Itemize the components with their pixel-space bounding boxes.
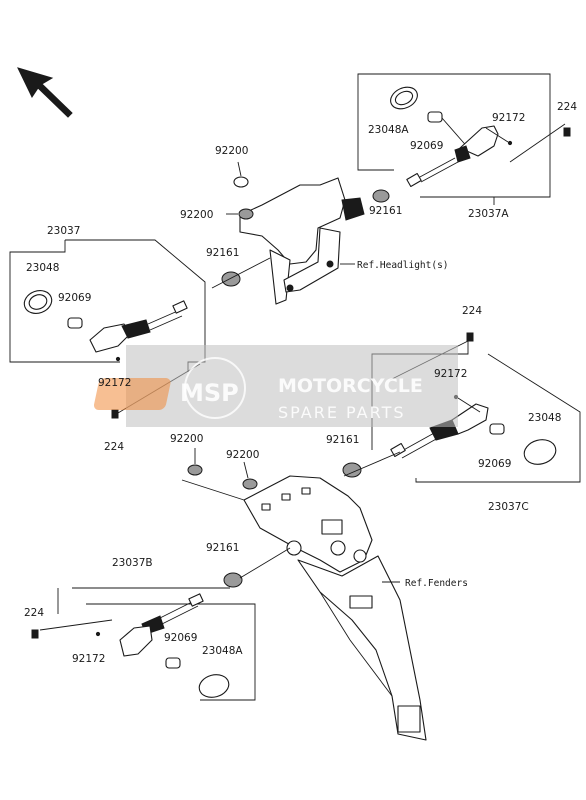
label-92161-low: 92161: [206, 542, 239, 554]
turn-signal-assembly-23037B: [31, 547, 291, 701]
label-224-low: 224: [24, 607, 44, 619]
label-92200-c: 92200: [170, 433, 203, 445]
label-23037: 23037: [47, 225, 80, 237]
direction-arrow-icon: [17, 67, 73, 118]
label-92200-d: 92200: [226, 449, 259, 461]
label-92069-top: 92069: [410, 140, 443, 152]
label-224-top: 224: [557, 101, 577, 113]
label-92172-right: 92172: [434, 368, 467, 380]
label-92172-low: 92172: [72, 653, 105, 665]
turn-signal-assembly-23037: [9, 239, 271, 419]
label-92069-left: 92069: [58, 292, 91, 304]
label-23048-right: 23048: [528, 412, 561, 424]
watermark-subtitle: SPARE PARTS: [278, 403, 406, 422]
part-labels: 224 92172 23048A 92069 92161 23037A 9220…: [24, 101, 577, 665]
label-92172-left: 92172: [98, 377, 131, 389]
label-92200-a: 92200: [215, 145, 248, 157]
ref-headlights: Ref.Headlight(s): [357, 260, 449, 271]
label-92200-b: 92200: [180, 209, 213, 221]
label-23037A: 23037A: [468, 208, 509, 220]
label-23048A-low: 23048A: [202, 645, 243, 657]
headlight-bracket: [221, 161, 365, 305]
label-224-left: 224: [104, 441, 124, 453]
label-92069-right: 92069: [478, 458, 511, 470]
label-23037C: 23037C: [488, 501, 529, 513]
label-92161-left: 92161: [206, 247, 239, 259]
label-224-right: 224: [462, 305, 482, 317]
label-92161-top: 92161: [369, 205, 402, 217]
watermark-title: MOTORCYCLE: [278, 375, 423, 397]
label-23048-left: 23048: [26, 262, 59, 274]
label-23037B: 23037B: [112, 557, 153, 569]
label-92161-right: 92161: [326, 434, 359, 446]
label-92069-low: 92069: [164, 632, 197, 644]
watermark-logo: MSP: [180, 379, 239, 407]
label-23048A-top: 23048A: [368, 124, 409, 136]
turn-signal-assembly-23037A: [357, 73, 571, 205]
label-92172-top: 92172: [492, 112, 525, 124]
watermark: MSP MOTORCYCLE SPARE PARTS: [93, 345, 458, 427]
fender-bracket: [181, 448, 427, 741]
msp-logo-icon: MSP: [93, 357, 246, 419]
ref-fenders: Ref.Fenders: [405, 578, 468, 589]
